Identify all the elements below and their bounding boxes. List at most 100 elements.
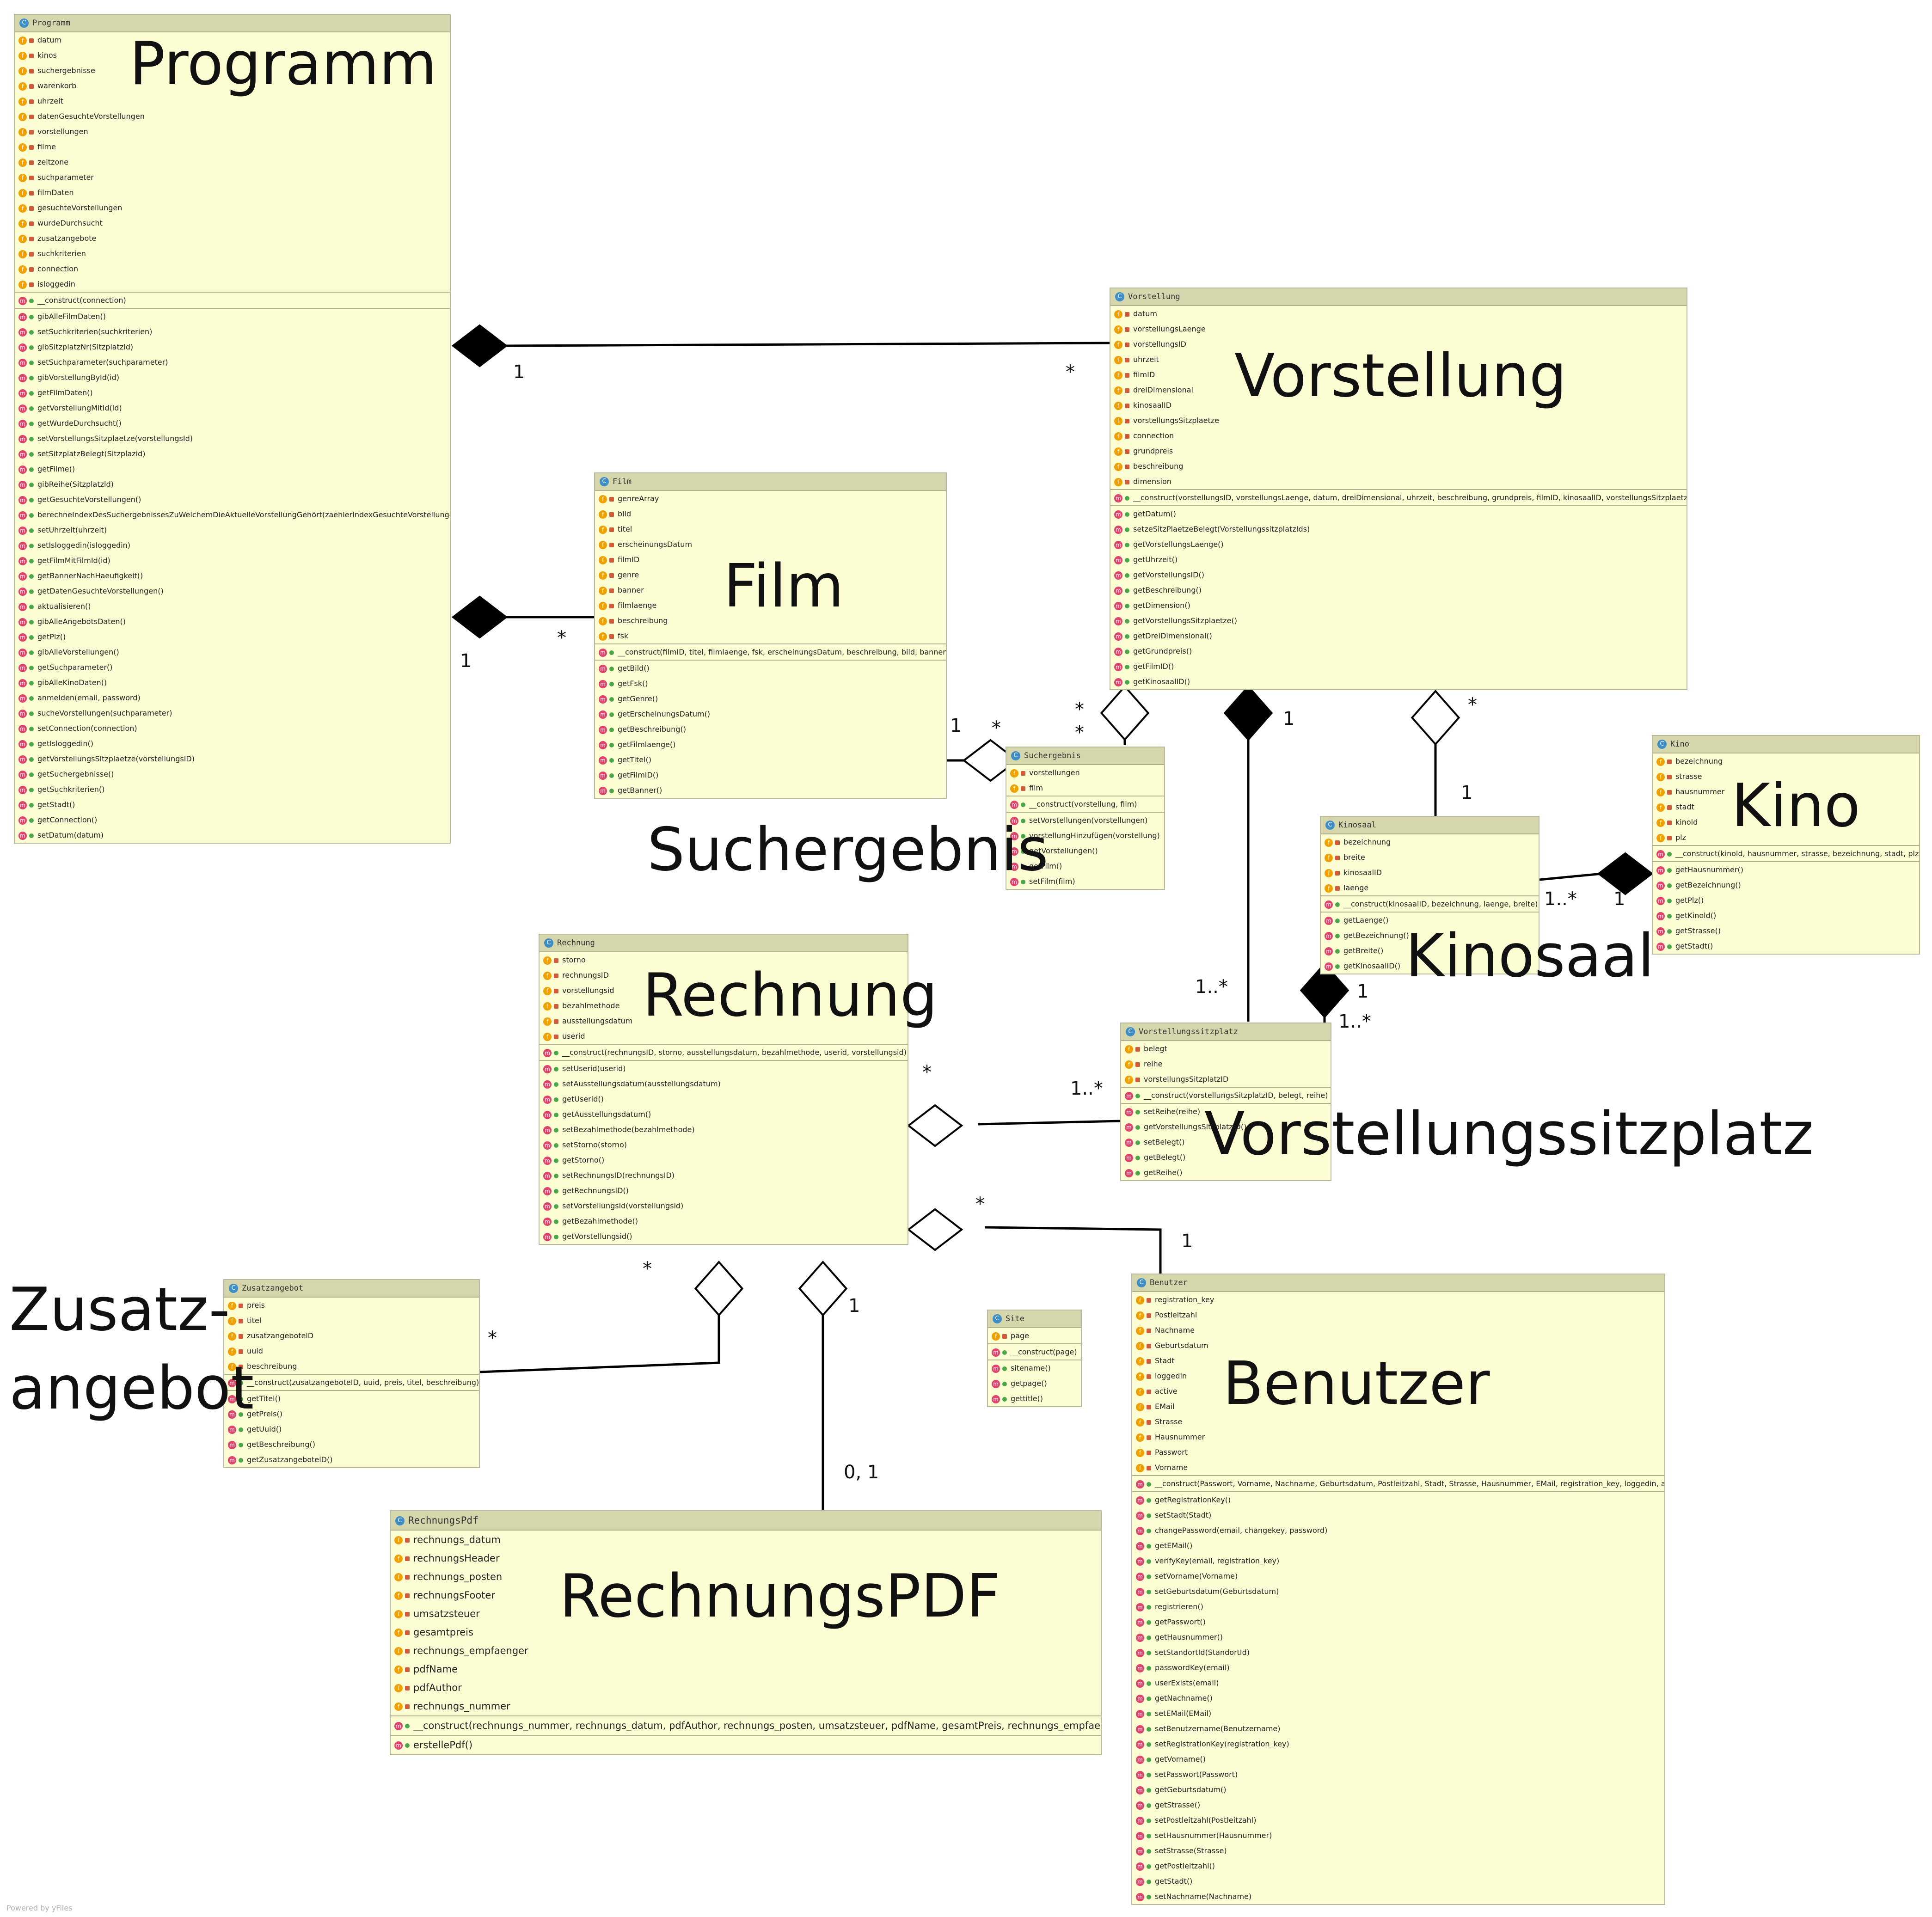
field-row-text: vorstellungen	[1029, 768, 1080, 777]
field-icon: f	[1125, 1075, 1133, 1084]
constructor-row: m__construct(vorstellung, film)	[1006, 796, 1164, 812]
method-icon: m	[18, 816, 27, 825]
method-icon: m	[1136, 1526, 1144, 1535]
method-icon: m	[992, 1364, 1000, 1373]
class-name: Vorstellungssitzplatz	[1139, 1027, 1238, 1036]
method-row-text: setStorno(storno)	[562, 1140, 627, 1149]
method-icon: m	[1010, 800, 1018, 809]
field-icon: f	[394, 1573, 403, 1581]
constructor-row: m__construct(rechnungsID, storno, ausste…	[540, 1045, 908, 1060]
public-visibility-icon	[554, 1173, 558, 1178]
public-visibility-icon	[405, 1724, 410, 1728]
constructor-row: m__construct(page)	[988, 1344, 1081, 1360]
method-row-text: getDimension()	[1133, 601, 1190, 610]
multiplicity-label: 1..*	[1070, 1078, 1103, 1099]
field-icon: f	[18, 173, 27, 182]
field-icon: f	[394, 1666, 403, 1674]
public-visibility-icon	[1147, 1528, 1151, 1533]
private-lock-icon	[239, 1334, 243, 1339]
field-row-text: loggedin	[1155, 1372, 1187, 1380]
method-row-text: getPostleitzahl()	[1155, 1862, 1215, 1870]
public-visibility-icon	[1125, 588, 1129, 593]
method-row-text: vorstellungHinzufügen(vorstellung)	[1029, 831, 1160, 840]
method-icon: m	[1114, 601, 1122, 610]
public-visibility-icon	[1125, 603, 1129, 608]
aggregation-diamond	[907, 1104, 963, 1147]
constructors-section: m__construct(zusatzangeboteID, uuid, pre…	[224, 1375, 479, 1391]
method-row: m getDimension()	[1110, 598, 1687, 613]
public-visibility-icon	[1147, 1894, 1151, 1899]
method-icon: m	[543, 1095, 552, 1104]
method-icon: m	[1136, 1572, 1144, 1581]
private-lock-icon	[29, 53, 34, 58]
public-visibility-icon	[1135, 1155, 1140, 1160]
private-lock-icon	[1135, 1077, 1140, 1082]
method-icon: m	[18, 358, 27, 367]
method-row-text: getBezeichnung()	[1343, 931, 1409, 940]
method-row-text: getDreiDimensional()	[1133, 631, 1212, 640]
diagram-label: Film	[724, 552, 844, 621]
method-row-text: setConnection(connection)	[37, 724, 137, 733]
method-row-text: setDatum(datum)	[37, 831, 104, 839]
multiplicity-label: *	[992, 717, 1001, 739]
private-lock-icon	[405, 1630, 410, 1635]
private-lock-icon	[239, 1349, 243, 1354]
field-icon: f	[599, 571, 607, 580]
association-line	[977, 1120, 1121, 1126]
method-icon: m	[18, 740, 27, 748]
method-row-text: getNachname()	[1155, 1694, 1213, 1703]
field-row-text: datenGesuchteVorstellungen	[37, 112, 145, 121]
field-icon: f	[1010, 784, 1018, 793]
method-icon: m	[1136, 1893, 1144, 1901]
public-visibility-icon	[609, 758, 614, 763]
field-icon: f	[599, 510, 607, 519]
method-row-text: getBannerNachHaeufigkeit()	[37, 571, 143, 580]
method-icon: m	[1325, 931, 1333, 940]
powered-by-footer: Powered by yFiles	[6, 1904, 73, 1912]
private-lock-icon	[29, 114, 34, 119]
diagram-label: Zusatz-	[9, 1275, 230, 1344]
